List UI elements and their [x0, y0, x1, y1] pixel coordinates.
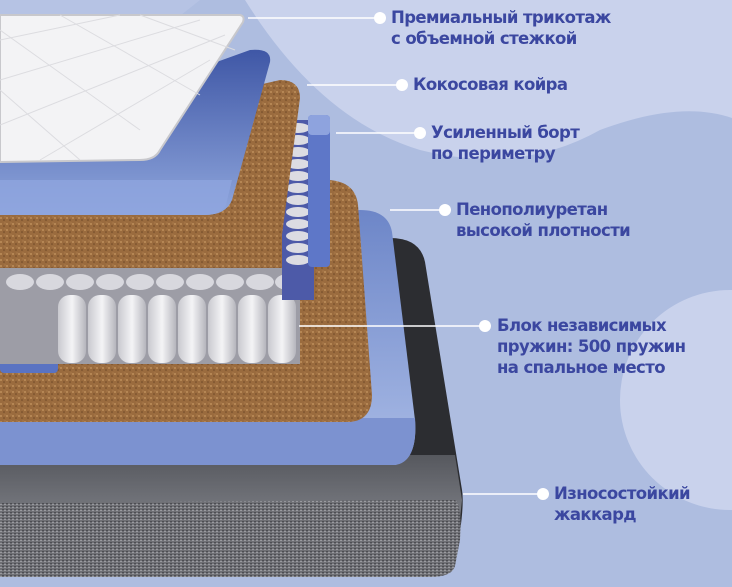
callout-text: Блок независимых [497, 316, 667, 335]
callout-text: жаккард [554, 505, 637, 524]
callout-text: пружин: 500 пружин [497, 337, 686, 356]
callout-reinforced-border: Усиленный борт по периметру [431, 122, 580, 164]
callout-text: Износостойкий [554, 484, 691, 503]
callout-coconut-coir: Кокосовая койра [413, 74, 568, 95]
callout-text: на спальное место [497, 358, 666, 377]
callout-text: Усиленный борт [431, 123, 580, 142]
callout-independent-springs: Блок независимых пружин: 500 пружин на с… [497, 315, 686, 378]
callout-text: высокой плотности [456, 221, 631, 240]
callout-text: Пенополиуретан [456, 200, 608, 219]
callout-text: Кокосовая койра [413, 75, 568, 94]
callout-jacquard: Износостойкий жаккард [554, 483, 691, 525]
callout-premium-knit: Премиальный трикотаж с объемной стежкой [391, 7, 611, 49]
callout-text: по периметру [431, 144, 556, 163]
callout-high-density-foam: Пенополиуретан высокой плотности [456, 199, 631, 241]
callout-text: Премиальный трикотаж [391, 8, 611, 27]
callout-text: с объемной стежкой [391, 29, 577, 48]
